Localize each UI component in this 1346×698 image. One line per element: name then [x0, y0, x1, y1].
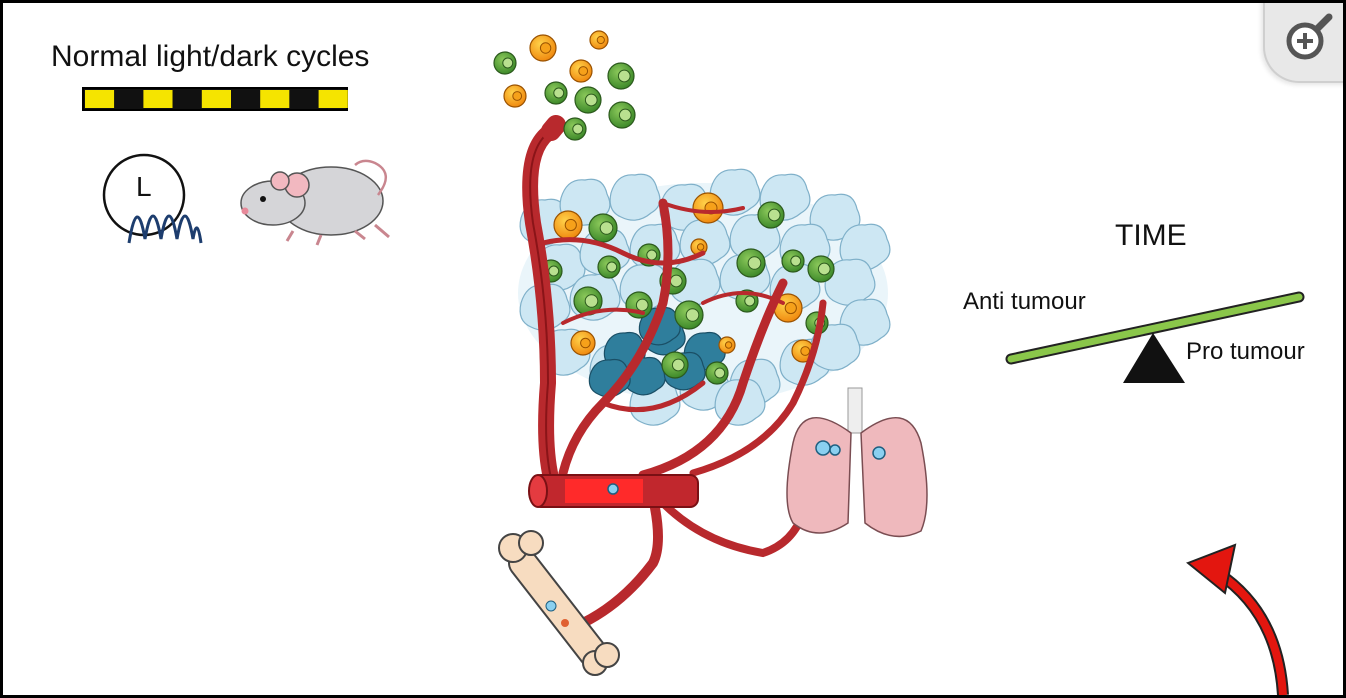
light-segment — [85, 90, 115, 108]
blood-vessels — [522, 115, 827, 628]
time-label: TIME — [1115, 219, 1187, 252]
red-curved-arrow-icon — [1186, 543, 1289, 695]
tumour-cell — [809, 323, 861, 371]
lungs-icon — [786, 387, 928, 538]
circadian-clock-icon: L — [102, 153, 203, 244]
light-segment — [201, 90, 231, 108]
tumour-mass — [518, 168, 891, 426]
zoom-in-magnifier-icon — [1286, 13, 1333, 60]
main-blood-vessel — [528, 474, 699, 508]
figure-illustration: L — [82, 30, 1305, 695]
light-segment — [260, 90, 290, 108]
anti-tumour-label: Anti tumour — [963, 288, 1086, 315]
circulating-immune-cells — [493, 30, 636, 141]
light-dark-cycle-bar — [82, 87, 348, 111]
zoom-button[interactable] — [1263, 3, 1343, 83]
light-segment — [318, 90, 348, 108]
pro-tumour-label: Pro tumour — [1186, 338, 1305, 365]
tumour-balance-seesaw — [1005, 291, 1305, 383]
dark-segment — [114, 90, 144, 108]
dark-segment — [172, 90, 202, 108]
bone-icon — [498, 530, 620, 676]
mouse-icon — [240, 159, 390, 246]
dark-segment — [231, 90, 261, 108]
dark-segment — [289, 90, 319, 108]
light-dark-cycle-title: Normal light/dark cycles — [51, 40, 370, 73]
tumour-cell — [824, 258, 876, 306]
light-segment — [143, 90, 173, 108]
clock-letter: L — [136, 171, 152, 202]
